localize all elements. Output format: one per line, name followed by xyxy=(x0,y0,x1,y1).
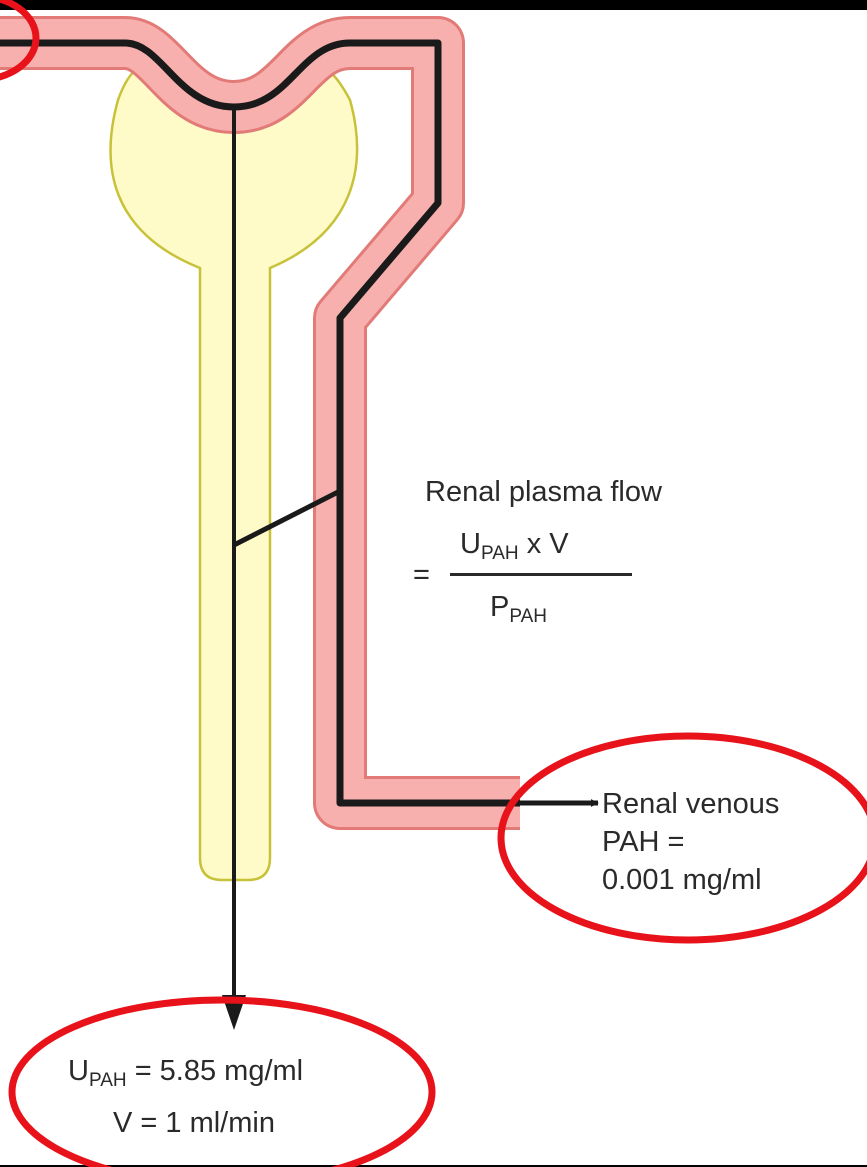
fraction-bar xyxy=(450,573,632,576)
renal-venous-line3: 0.001 mg/ml xyxy=(602,866,762,895)
denominator-symbol: P xyxy=(490,591,509,623)
numerator-subscript: PAH xyxy=(481,543,519,564)
fraction-numerator: UPAH x V xyxy=(460,530,569,559)
urine-pah-label: UPAH = 5.85 mg/ml xyxy=(68,1057,303,1086)
numerator-tail: x V xyxy=(527,528,569,560)
numerator-symbol: U xyxy=(460,528,481,560)
urine-flow-label: V = 1 ml/min xyxy=(113,1109,275,1138)
denominator-subscript: PAH xyxy=(509,606,547,627)
urine-pah-symbol: U xyxy=(68,1055,89,1087)
urine-pah-subscript: PAH xyxy=(89,1070,127,1091)
urine-pah-tail: = 5.85 mg/ml xyxy=(135,1055,303,1087)
renal-venous-line1: Renal venous xyxy=(602,790,779,819)
equals-sign: = xyxy=(413,561,430,590)
renal-venous-line2: PAH = xyxy=(602,828,684,857)
fraction-denominator: PPAH xyxy=(490,593,547,622)
renal-plasma-flow-label: Renal plasma flow xyxy=(425,478,662,507)
